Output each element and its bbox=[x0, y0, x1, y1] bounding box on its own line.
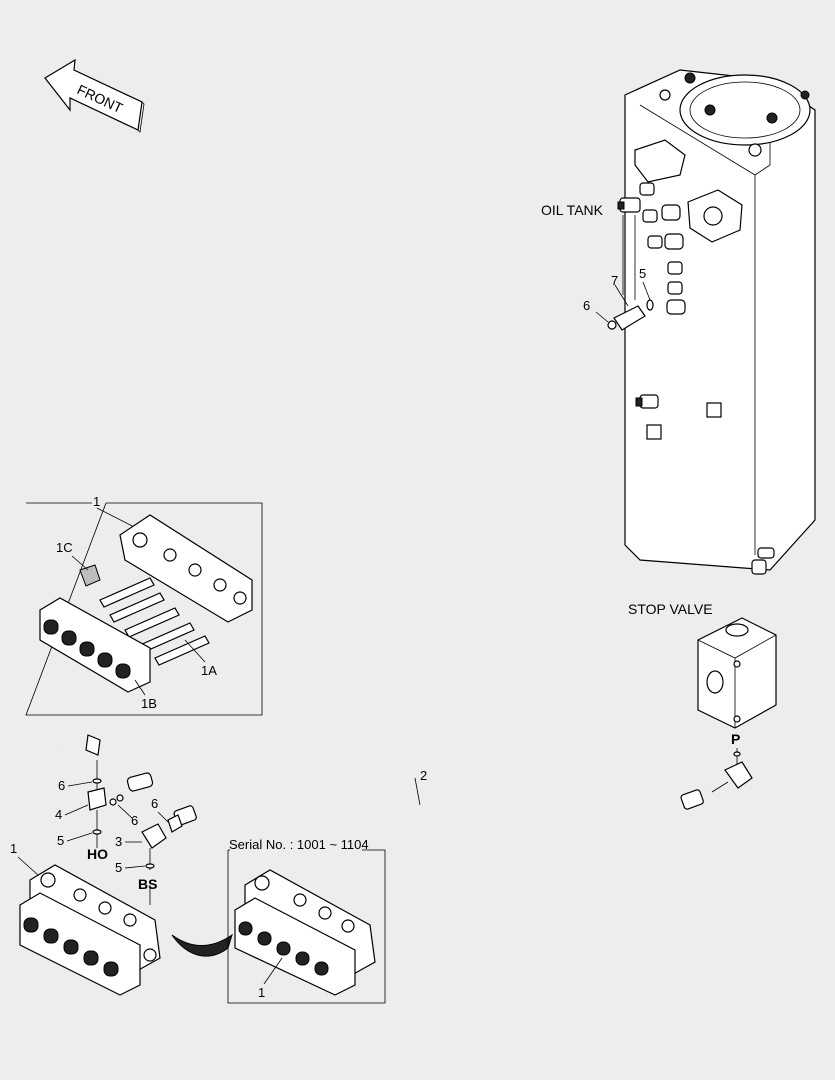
callout-7-tank: 7 bbox=[611, 273, 618, 288]
callout-1a: 1A bbox=[201, 663, 217, 678]
callout-6-tank: 6 bbox=[583, 298, 590, 313]
main-valve-assembly: 6 4 5 HO 6 6 3 5 BS 1 bbox=[10, 734, 183, 996]
oil-tank-label: OIL TANK bbox=[541, 202, 604, 218]
port-p-label: P bbox=[731, 731, 740, 747]
callout-1-serial: 1 bbox=[258, 985, 265, 1000]
callout-1-left: 1 bbox=[10, 841, 17, 856]
callout-6-left-mid: 6 bbox=[131, 813, 138, 828]
callout-1-inset: 1 bbox=[93, 494, 100, 509]
front-arrow: FRONT bbox=[44, 58, 145, 133]
tank-check-valve-assembly: 7 5 6 bbox=[583, 215, 654, 331]
reference-arrow bbox=[171, 933, 233, 957]
serial-number-label: Serial No. : 1001 ~ 1104 bbox=[229, 837, 369, 852]
callout-1c: 1C bbox=[56, 540, 73, 555]
stop-valve: STOP VALVE P bbox=[628, 601, 777, 765]
stop-valve-label: STOP VALVE bbox=[628, 601, 713, 617]
serial-inset-box: Serial No. : 1001 ~ 1104 1 bbox=[227, 837, 386, 1004]
hose-2: 2 bbox=[173, 761, 753, 826]
valve-inset-box: 1 1C 1A 1B bbox=[25, 494, 263, 716]
callout-3-left: 3 bbox=[115, 834, 122, 849]
oil-tank: OIL TANK bbox=[541, 69, 816, 575]
callout-1b: 1B bbox=[141, 696, 157, 711]
callout-6-left-top: 6 bbox=[58, 778, 65, 793]
port-ho-label: HO bbox=[87, 846, 108, 862]
callout-5-left-bottom: 5 bbox=[115, 860, 122, 875]
callout-5-left-top: 5 bbox=[57, 833, 64, 848]
callout-2-hose: 2 bbox=[420, 768, 427, 783]
callout-5-tank: 5 bbox=[639, 266, 646, 281]
callout-4-left: 4 bbox=[55, 807, 62, 822]
callout-6-left-hose: 6 bbox=[151, 796, 158, 811]
port-bs-label: BS bbox=[138, 876, 157, 892]
